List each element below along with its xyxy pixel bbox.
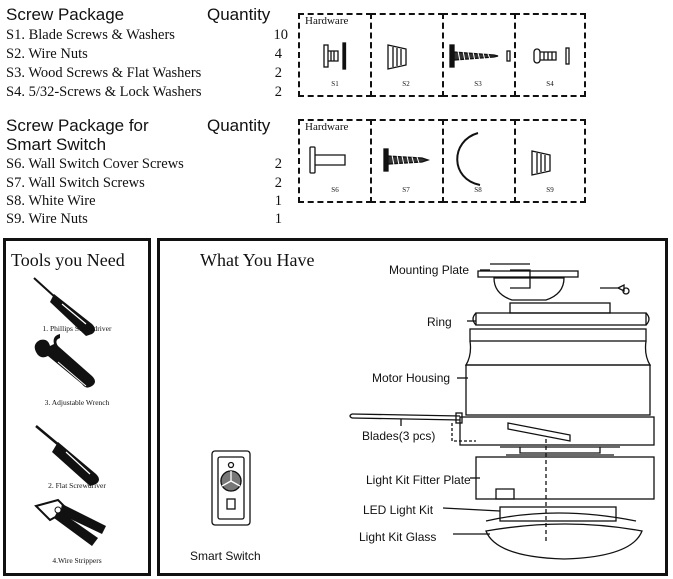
switch-hardware-icons: [309, 132, 551, 186]
list-item: S2. Wire Nuts: [6, 45, 88, 64]
flat-screwdriver-icon: [35, 425, 99, 486]
blade-bracket-shape: [349, 412, 655, 446]
item-code: S7.: [6, 175, 25, 191]
label-blades: Blades(3 pcs): [362, 429, 436, 443]
adjustable-wrench-icon: [34, 334, 95, 388]
cell-label: S4: [546, 80, 554, 88]
label-motor-housing: Motor Housing: [372, 371, 451, 385]
label-light-kit-fitter-plate: Light Kit Fitter Plate: [366, 473, 471, 487]
cell-label: S1: [331, 80, 339, 88]
item-qty: 1: [274, 211, 282, 227]
item-name: Wall Switch Screws: [28, 175, 145, 191]
item-qty: 10: [273, 27, 289, 43]
list-item: S7. Wall Switch Screws: [6, 174, 145, 193]
wood-screw-icon: [449, 44, 511, 68]
list-item: S4. 5/32-Screws & Lock Washers: [6, 83, 202, 102]
list-item: S3. Wood Screws & Flat Washers: [6, 64, 201, 83]
what-you-have-title: What You Have: [200, 250, 315, 270]
item-code: S1.: [6, 27, 25, 43]
cell-label: S9: [546, 186, 554, 194]
item-code: S6.: [6, 156, 25, 172]
item-code: S2.: [6, 46, 25, 62]
smart-switch-shape: [211, 450, 251, 526]
item-qty: 2: [274, 84, 282, 100]
fan-diagram: [211, 263, 655, 560]
item-code: S8.: [6, 193, 25, 209]
item-name: Wall Switch Cover Screws: [28, 156, 184, 172]
package2-title-line1: Screw Package for: [6, 116, 149, 135]
item-name: Blade Screws & Washers: [28, 27, 175, 43]
blade-screw-icon: [323, 42, 347, 70]
light-kit-shape: [475, 439, 655, 560]
package1-qty-header: Quantity: [207, 5, 271, 24]
item-code: S4.: [6, 84, 25, 100]
wire-nut-icon: [531, 150, 551, 176]
leader-lines: [400, 269, 501, 535]
white-wire-icon: [456, 132, 481, 186]
cell-label: S3: [474, 80, 482, 88]
tool-caption: 1. Phillips Screwdriver: [42, 324, 112, 333]
list-item: S8. White Wire: [6, 192, 96, 211]
cell-label: S7: [402, 186, 410, 194]
tool-caption: 4.Wire Strippers: [52, 556, 102, 565]
cell-label: S2: [402, 80, 410, 88]
motor-housing-shape: [464, 328, 652, 416]
machine-screw-icon: [533, 47, 570, 65]
item-name: Wood Screws & Flat Washers: [28, 65, 202, 81]
tools-panel: [3, 238, 151, 576]
tool-caption: 3. Adjustable Wrench: [44, 398, 110, 407]
tools-illustrations: [33, 277, 106, 546]
label-led-light-kit: LED Light Kit: [363, 503, 434, 517]
phillips-screwdriver-icon: [33, 277, 95, 336]
list-item: S9. Wire Nuts: [6, 210, 88, 229]
tools-title: Tools you Need: [11, 250, 125, 270]
what-you-have-panel: [157, 238, 668, 576]
tool-caption: 2. Flat Screwdriver: [48, 481, 106, 490]
label-ring: Ring: [427, 315, 452, 329]
item-qty: 4: [274, 46, 282, 62]
item-qty: 2: [274, 65, 282, 81]
screw-icons: [323, 42, 570, 70]
item-qty: 1: [274, 193, 282, 209]
item-name: Wire Nuts: [28, 211, 88, 227]
item-name: White Wire: [28, 193, 96, 209]
hardware-label: Hardware: [304, 15, 350, 27]
label-light-kit-glass: Light Kit Glass: [359, 530, 437, 544]
ring-shape: [472, 302, 650, 326]
wire-strippers-icon: [34, 498, 106, 546]
label-smart-switch: Smart Switch: [190, 549, 261, 563]
cell-label: S8: [474, 186, 482, 194]
switch-screw-icon: [383, 148, 431, 172]
item-code: S3.: [6, 65, 25, 81]
label-mounting-plate: Mounting Plate: [389, 263, 470, 277]
mounting-plate-shape: [477, 263, 630, 301]
list-item: S6. Wall Switch Cover Screws: [6, 155, 184, 174]
item-code: S9.: [6, 211, 25, 227]
package2-qty-header: Quantity: [207, 116, 271, 135]
cover-screw-icon: [309, 146, 346, 174]
package2-title-line2: Smart Switch: [6, 135, 107, 154]
item-qty: 2: [274, 175, 282, 191]
list-item: S1. Blade Screws & Washers: [6, 26, 175, 45]
wire-nut-icon: [387, 44, 407, 70]
item-qty: 2: [274, 156, 282, 172]
cell-label: S6: [331, 186, 339, 194]
package1-title: Screw Package: [6, 5, 125, 24]
hardware-label: Hardware: [304, 121, 350, 133]
item-name: 5/32-Screws & Lock Washers: [28, 84, 202, 100]
item-name: Wire Nuts: [28, 46, 88, 62]
